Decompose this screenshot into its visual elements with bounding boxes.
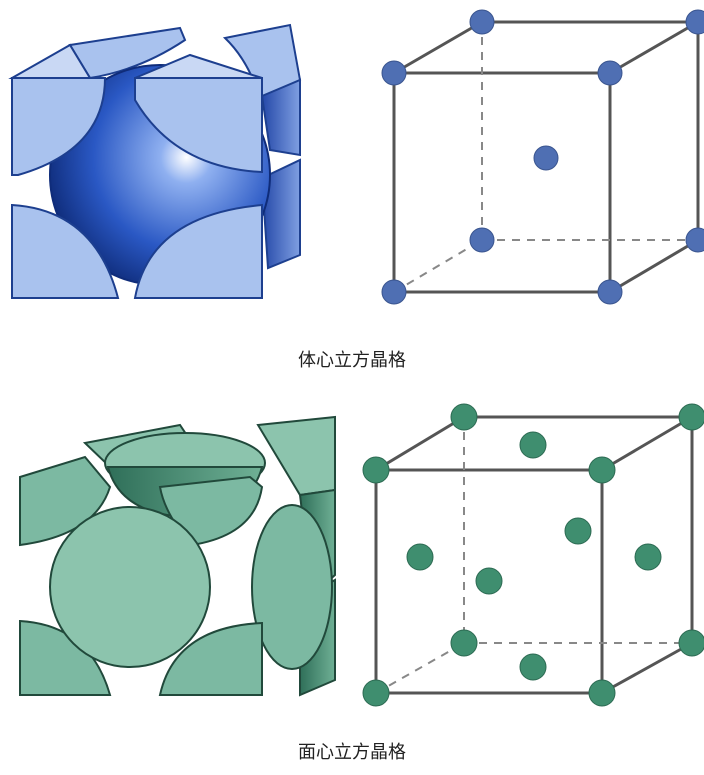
corner-atom: [450, 629, 478, 657]
corner-atom: [685, 227, 704, 253]
face-center-atom: [634, 543, 662, 571]
body-center-atom: [533, 145, 559, 171]
corner-atom: [362, 456, 390, 484]
edge-line: [393, 20, 483, 75]
edge-line: [601, 415, 693, 472]
bcc-caption: 体心立方晶格: [298, 350, 406, 371]
corner-atom: [381, 279, 407, 305]
corner-atom: [362, 679, 390, 707]
hidden-edge-line: [375, 642, 465, 694]
hidden-edge-line: [393, 239, 483, 293]
face-center-atom: [475, 567, 503, 595]
corner-atom: [450, 403, 478, 431]
corner-atom: [678, 403, 704, 431]
corner-atom: [469, 9, 495, 35]
corner-atom: [588, 679, 616, 707]
bcc-hard-sphere-model: [8, 23, 302, 299]
fcc-caption: 面心立方晶格: [298, 742, 406, 763]
corner-atom: [597, 60, 623, 86]
face-center-atom: [519, 653, 547, 681]
edge-line: [609, 238, 699, 294]
edge-line: [609, 20, 699, 75]
face-center-atom: [564, 517, 592, 545]
corner-atom: [588, 456, 616, 484]
corner-atom: [469, 227, 495, 253]
bcc-lattice-diagram: [381, 9, 704, 305]
fcc-lattice-diagram: [362, 403, 704, 707]
corner-atom: [678, 629, 704, 657]
face-center-atom: [519, 431, 547, 459]
face-center-atom: [406, 543, 434, 571]
edge-line: [375, 415, 465, 472]
fcc-hard-sphere-model: [19, 415, 336, 697]
corner-atom: [597, 279, 623, 305]
edge-line: [601, 641, 693, 695]
corner-atom: [685, 9, 704, 35]
corner-atom: [381, 60, 407, 86]
